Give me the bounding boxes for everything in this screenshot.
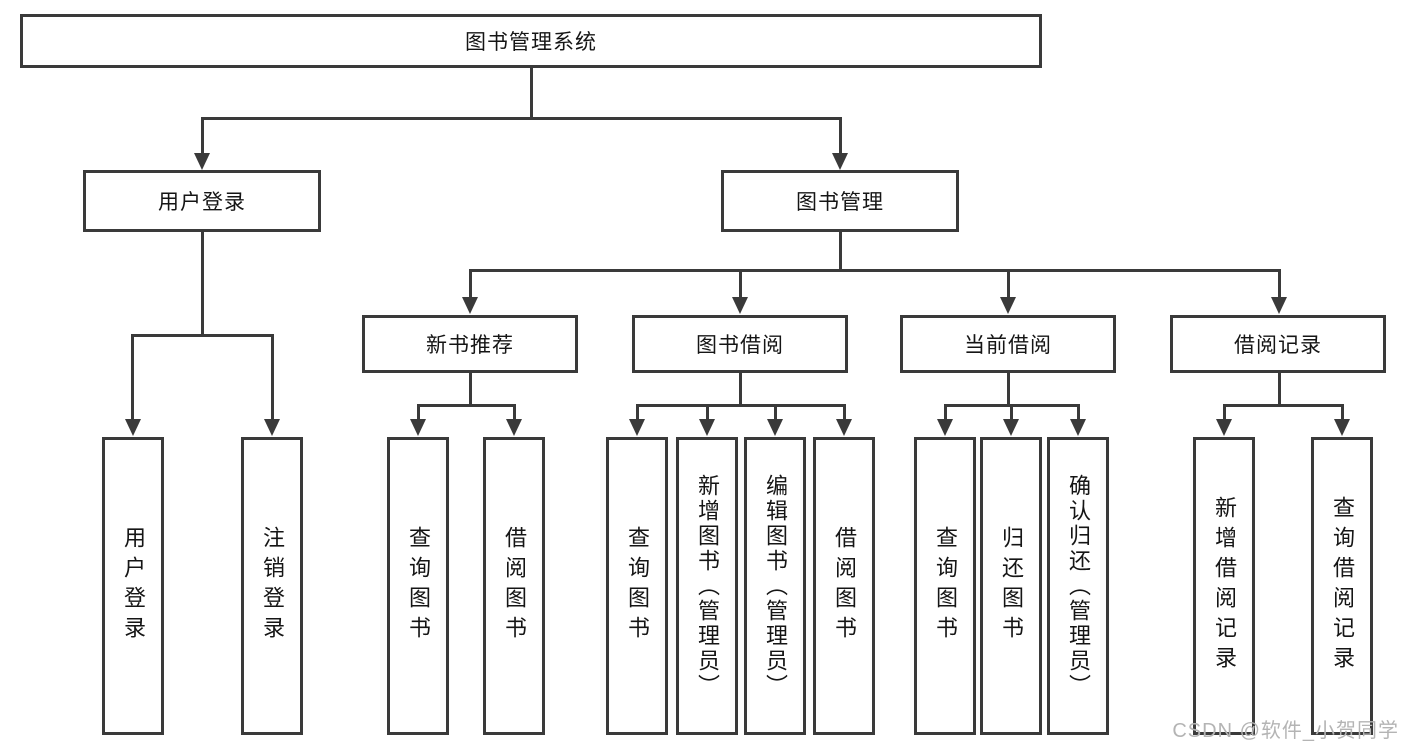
connector-line bbox=[839, 232, 842, 272]
connector-line bbox=[739, 269, 742, 299]
node-user-login-branch: 用户登录 bbox=[83, 170, 321, 232]
connector-arrowhead bbox=[1003, 419, 1019, 436]
connector-arrowhead bbox=[699, 419, 715, 436]
connector-line bbox=[636, 404, 639, 421]
connector-line bbox=[944, 404, 947, 421]
connector-line bbox=[201, 232, 204, 335]
node-root: 图书管理系统 bbox=[20, 14, 1042, 68]
connector-arrowhead bbox=[767, 419, 783, 436]
connector-line bbox=[1278, 373, 1281, 407]
connector-line bbox=[1010, 404, 1013, 421]
connector-line bbox=[1007, 373, 1010, 407]
connector-arrowhead bbox=[629, 419, 645, 436]
connector-arrowhead bbox=[506, 419, 522, 436]
connector-line bbox=[469, 373, 472, 407]
leaf-query-books-current: 查询图书 bbox=[914, 437, 976, 735]
connector-arrowhead bbox=[1216, 419, 1232, 436]
connector-arrowhead bbox=[1000, 297, 1016, 314]
connector-arrowhead bbox=[732, 297, 748, 314]
leaf-query-books-recommend: 查询图书 bbox=[387, 437, 449, 735]
node-book-management: 图书管理 bbox=[721, 170, 959, 232]
connector-arrowhead bbox=[836, 419, 852, 436]
connector-line bbox=[131, 334, 274, 337]
connector-arrowhead bbox=[1271, 297, 1287, 314]
leaf-logout: 注销登录 bbox=[241, 437, 303, 735]
connector-line bbox=[839, 117, 842, 155]
connector-line bbox=[271, 334, 274, 420]
connector-line bbox=[201, 117, 842, 120]
csdn-watermark: CSDN @软件_小贺同学 bbox=[1172, 720, 1399, 742]
connector-line bbox=[843, 404, 846, 421]
connector-arrowhead bbox=[937, 419, 953, 436]
leaf-add-book-admin: 新增图书（管理员） bbox=[676, 437, 738, 735]
connector-arrowhead bbox=[410, 419, 426, 436]
connector-arrowhead bbox=[125, 419, 141, 436]
connector-line bbox=[469, 269, 1281, 272]
connector-line bbox=[739, 373, 742, 407]
connector-line bbox=[1278, 269, 1281, 299]
leaf-query-books-borrow: 查询图书 bbox=[606, 437, 668, 735]
connector-line bbox=[417, 404, 420, 421]
leaf-return-book: 归还图书 bbox=[980, 437, 1042, 735]
node-current-borrow: 当前借阅 bbox=[900, 315, 1116, 373]
connector-line bbox=[469, 269, 472, 299]
node-new-book-recommend: 新书推荐 bbox=[362, 315, 578, 373]
connector-arrowhead bbox=[462, 297, 478, 314]
connector-arrowhead bbox=[832, 153, 848, 170]
leaf-borrow-books: 借阅图书 bbox=[813, 437, 875, 735]
leaf-confirm-return-admin: 确认归还（管理员） bbox=[1047, 437, 1109, 735]
leaf-borrow-books-recommend: 借阅图书 bbox=[483, 437, 545, 735]
connector-line bbox=[513, 404, 516, 421]
leaf-edit-book-admin: 编辑图书（管理员） bbox=[744, 437, 806, 735]
connector-arrowhead bbox=[264, 419, 280, 436]
leaf-query-borrow-record: 查询借阅记录 bbox=[1311, 437, 1373, 735]
connector-arrowhead bbox=[194, 153, 210, 170]
connector-line bbox=[706, 404, 709, 421]
connector-line bbox=[131, 334, 134, 420]
node-borrow-records: 借阅记录 bbox=[1170, 315, 1386, 373]
connector-line bbox=[774, 404, 777, 421]
connector-line bbox=[530, 68, 533, 120]
connector-line bbox=[1341, 404, 1344, 421]
leaf-user-login: 用户登录 bbox=[102, 437, 164, 735]
connector-line bbox=[636, 404, 846, 407]
connector-line bbox=[1223, 404, 1226, 421]
connector-line bbox=[417, 404, 516, 407]
leaf-add-borrow-record: 新增借阅记录 bbox=[1193, 437, 1255, 735]
connector-line bbox=[201, 117, 204, 155]
connector-line bbox=[1077, 404, 1080, 421]
connector-line bbox=[1223, 404, 1344, 407]
node-book-borrow: 图书借阅 bbox=[632, 315, 848, 373]
connector-line bbox=[1007, 269, 1010, 299]
connector-arrowhead bbox=[1334, 419, 1350, 436]
connector-arrowhead bbox=[1070, 419, 1086, 436]
